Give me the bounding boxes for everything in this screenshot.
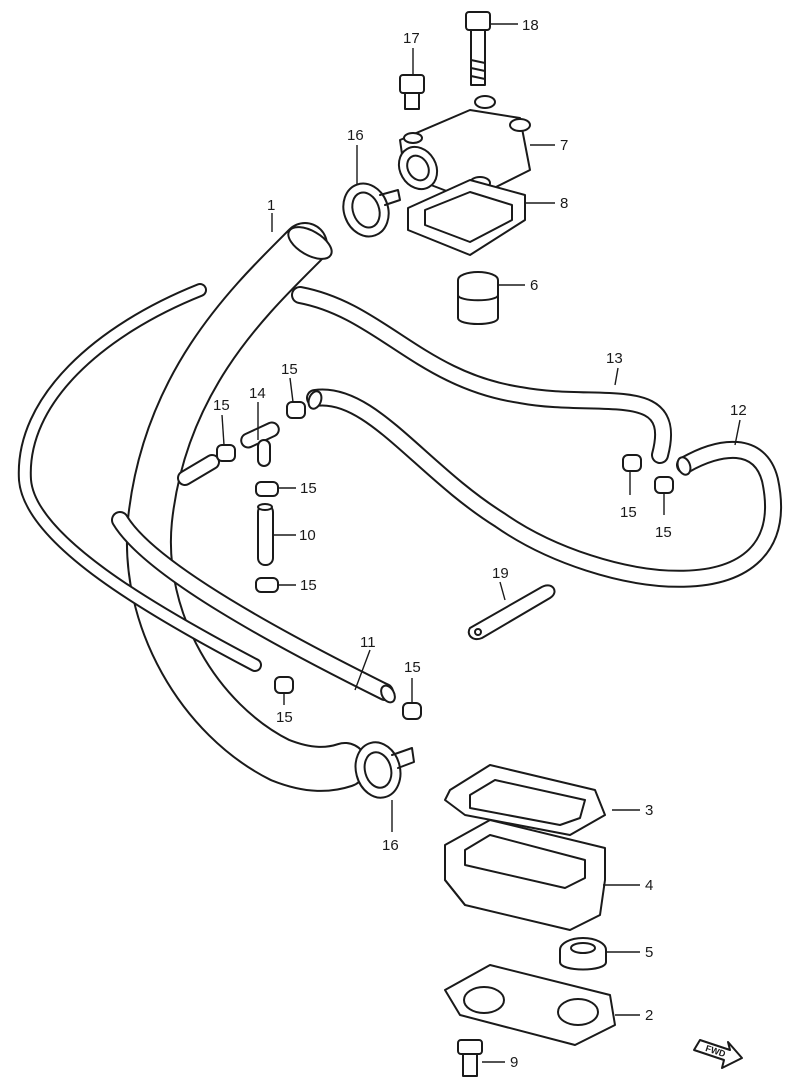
callout-5: 5 xyxy=(645,944,653,961)
callout-15-f: 15 xyxy=(655,524,672,541)
callout-16-a: 16 xyxy=(347,127,364,144)
callout-10: 10 xyxy=(299,527,316,544)
hose-part-11[interactable] xyxy=(111,511,398,705)
clamp-part-16-lower[interactable] xyxy=(350,737,415,802)
bolt-part-18[interactable] xyxy=(465,11,491,86)
short-hose-piece[interactable] xyxy=(177,454,220,486)
callout-2: 2 xyxy=(645,1007,653,1024)
callout-18: 18 xyxy=(522,17,539,34)
callout-7: 7 xyxy=(560,137,568,154)
callout-8: 8 xyxy=(560,195,568,212)
clamp-part-16-upper[interactable] xyxy=(336,177,401,243)
gasket-part-8[interactable] xyxy=(407,179,526,256)
callout-15-e: 15 xyxy=(620,504,637,521)
gasket-part-3[interactable] xyxy=(444,764,606,836)
callout-labels: 1 2 3 4 5 6 7 8 9 10 11 12 13 14 15 15 1… xyxy=(213,17,747,1071)
hose-part-12[interactable] xyxy=(306,388,782,588)
t-joint-part-14[interactable] xyxy=(239,420,281,467)
callout-12: 12 xyxy=(730,402,747,419)
grommet-part-5[interactable] xyxy=(559,937,607,971)
thermostat-part-6[interactable] xyxy=(457,271,499,325)
callout-15-g: 15 xyxy=(276,709,293,726)
callout-13: 13 xyxy=(606,350,623,367)
callout-17: 17 xyxy=(403,30,420,47)
callout-14: 14 xyxy=(249,385,266,402)
clip-part-15[interactable] xyxy=(216,401,674,720)
spacer-part-4[interactable] xyxy=(444,819,606,931)
strap-part-19[interactable] xyxy=(467,584,556,640)
callout-15-a: 15 xyxy=(213,397,230,414)
callout-6: 6 xyxy=(530,277,538,294)
tube-part-10[interactable] xyxy=(257,503,274,566)
callout-4: 4 xyxy=(645,877,653,894)
callout-15-c: 15 xyxy=(300,480,317,497)
housing-part-7[interactable] xyxy=(391,95,531,201)
gasket-part-2[interactable] xyxy=(444,964,616,1046)
hose-part-1[interactable] xyxy=(125,221,368,792)
callout-11: 11 xyxy=(360,634,376,651)
callout-19: 19 xyxy=(492,565,509,582)
breather-hose-loop[interactable] xyxy=(17,283,262,672)
callout-9: 9 xyxy=(510,1054,518,1071)
hose-part-13[interactable] xyxy=(291,286,673,464)
callout-1: 1 xyxy=(267,197,275,214)
callout-3: 3 xyxy=(645,802,653,819)
fwd-arrow-icon: FWD xyxy=(693,1039,743,1069)
callout-16-b: 16 xyxy=(382,837,399,854)
bolt-part-9[interactable] xyxy=(457,1039,483,1077)
callout-15-d: 15 xyxy=(300,577,317,594)
callout-15-h: 15 xyxy=(404,659,421,676)
bolt-part-17[interactable] xyxy=(399,74,425,110)
callout-15-b: 15 xyxy=(281,361,298,378)
leader-lines xyxy=(221,23,741,1063)
